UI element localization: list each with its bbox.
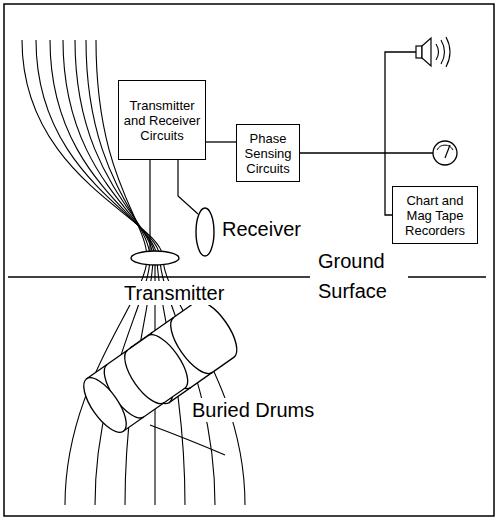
field-line (22, 40, 245, 505)
frame-border (4, 4, 494, 516)
drum (76, 328, 195, 438)
signal-line (300, 153, 392, 215)
diagram-label: Ground Surface (316, 246, 406, 306)
sound-waves (436, 37, 450, 67)
box-text-group: Transmitter and Receiver Circuits (119, 98, 205, 143)
box-label: Chart and Mag Tape Recorders (396, 193, 474, 238)
circuit-box: Chart and Mag Tape Recorders (392, 186, 478, 244)
field-lines (22, 40, 245, 505)
diagram-label: Transmitter (122, 281, 226, 305)
drum-end (76, 371, 134, 438)
ground-line (408, 276, 486, 278)
speaker-wire (385, 52, 416, 153)
speaker-symbol (422, 38, 431, 66)
box-text-group: Phase Sensing Circuits (237, 131, 299, 176)
drum-band (117, 350, 164, 410)
ground-line (8, 276, 310, 278)
box-text-group: Chart and Mag Tape Recorders (393, 193, 477, 238)
box-label: Phase Sensing Circuits (240, 131, 296, 176)
diagram-label: Buried Drums (190, 398, 316, 422)
circuit-box: Phase Sensing Circuits (236, 124, 300, 182)
drum-tail-line (150, 425, 225, 455)
meter-symbol (433, 141, 457, 165)
signal-line (206, 141, 236, 142)
diagram-label: Receiver (220, 217, 303, 241)
circuit-box: Transmitter and Receiver Circuits (118, 80, 206, 160)
receiver-wire (178, 160, 198, 214)
meter-needle (445, 145, 450, 158)
receiver-coil (196, 208, 214, 256)
transmitter-coil (131, 251, 179, 265)
transmitter-wire (149, 160, 150, 251)
speaker-symbol (416, 46, 422, 58)
meter-scale (437, 145, 453, 150)
box-label: Transmitter and Receiver Circuits (122, 98, 202, 143)
meter-wire (385, 152, 433, 153)
field-line (36, 40, 215, 505)
